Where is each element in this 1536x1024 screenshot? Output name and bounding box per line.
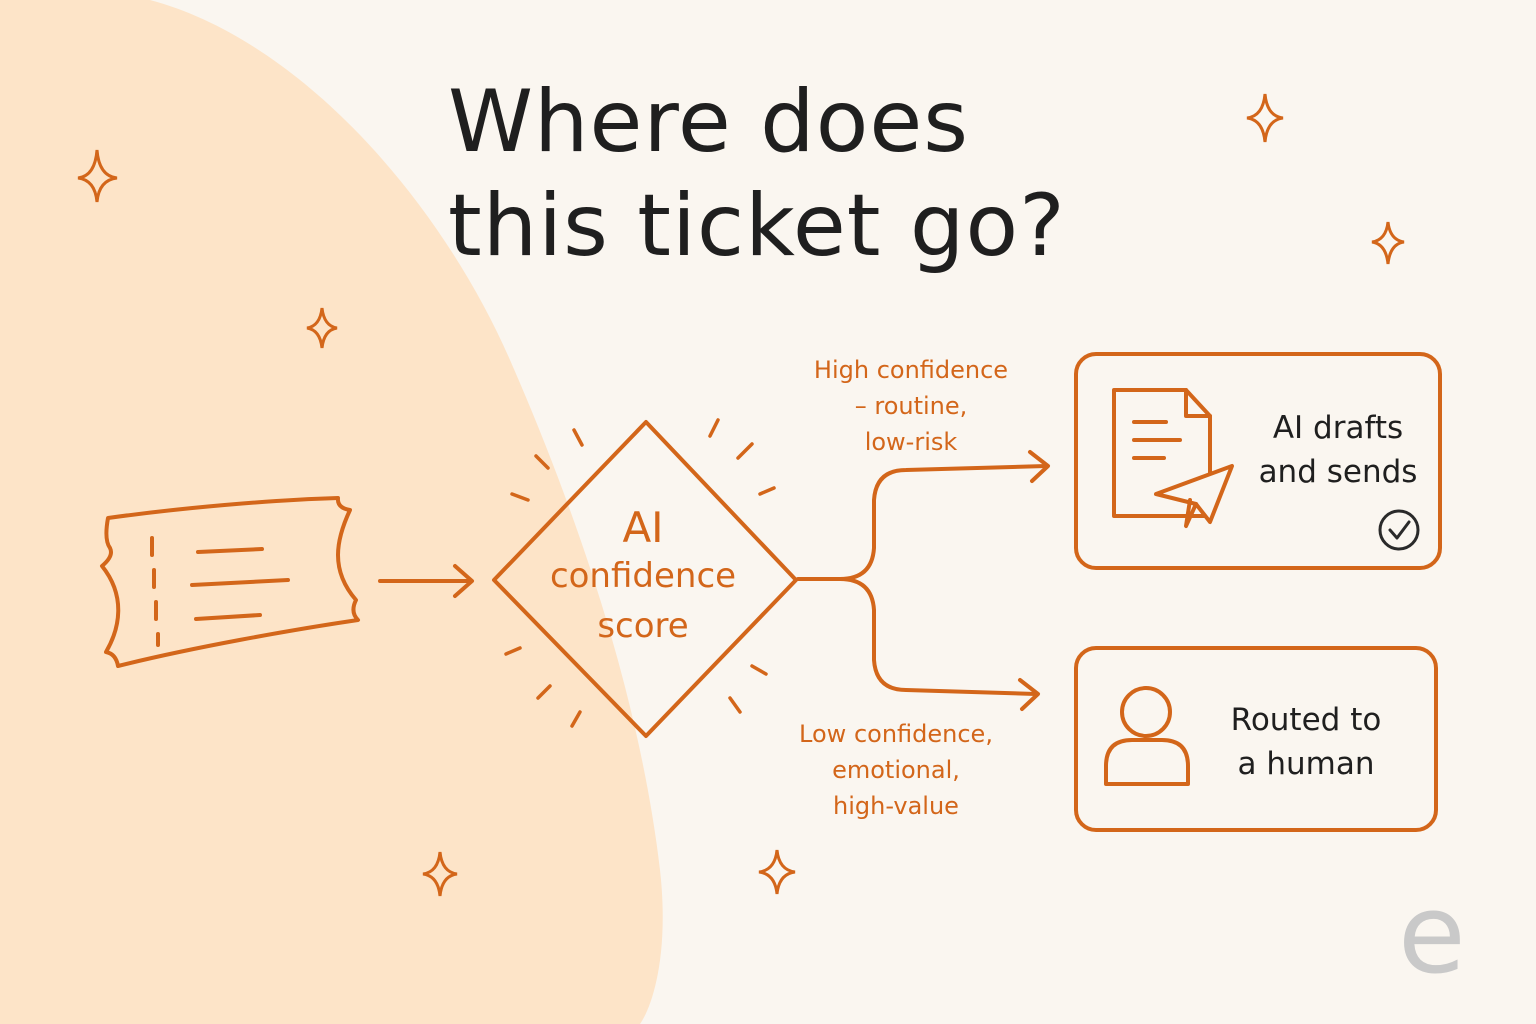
low-label-line-3: high-value <box>833 792 959 820</box>
ai-outcome-line-1: AI drafts <box>1272 410 1404 446</box>
svg-text:e: e <box>1398 870 1466 998</box>
human-outcome-line-2: a human <box>1237 746 1375 782</box>
high-confidence-label: High confidence – routine, low-risk <box>786 352 1036 460</box>
sparkle-icon <box>77 149 118 203</box>
ai-outcome-line-2: and sends <box>1258 454 1418 490</box>
page-title: Where does this ticket go? <box>448 70 1168 278</box>
sparkle-icon <box>422 851 458 897</box>
ticket-icon <box>100 496 360 668</box>
decision-label: AI confidence score <box>530 505 756 651</box>
high-label-line-2: – routine, <box>854 392 968 420</box>
decision-label-line-1: AI <box>622 503 664 552</box>
burst-rays <box>504 418 776 728</box>
low-confidence-arrow <box>838 577 1040 711</box>
human-outcome-line-1: Routed to <box>1230 702 1382 738</box>
ai-outcome-label: AI drafts and sends <box>1248 406 1428 494</box>
decision-label-line-3: score <box>597 606 689 646</box>
decision-diamond <box>492 420 798 738</box>
human-outcome-label: Routed to a human <box>1206 698 1406 786</box>
human-outcome-box <box>1074 646 1438 832</box>
sparkle-icon <box>1371 221 1405 265</box>
paper-plane-icon <box>1154 464 1234 528</box>
sparkle-icon <box>758 849 796 895</box>
title-line-2: this ticket go? <box>448 176 1066 276</box>
ai-outcome-box <box>1074 352 1442 570</box>
check-circle-icon <box>1378 509 1420 551</box>
arrow-to-decision <box>378 564 474 598</box>
sparkle-icon <box>306 307 338 349</box>
person-icon <box>1104 686 1190 786</box>
background-blob <box>0 0 663 1024</box>
sparkle-icon <box>1246 93 1284 143</box>
decision-label-line-2: confidence <box>549 556 737 596</box>
high-confidence-arrow <box>796 450 1050 581</box>
high-label-line-1: High confidence <box>813 356 1009 384</box>
title-line-1: Where does <box>448 72 970 172</box>
low-label-line-1: Low confidence, <box>799 720 993 748</box>
e-logo: e <box>1398 870 1466 998</box>
document-icon <box>1112 388 1212 518</box>
low-label-line-2: emotional, <box>832 756 960 784</box>
high-label-line-3: low-risk <box>864 428 958 456</box>
low-confidence-label: Low confidence, emotional, high-value <box>776 716 1016 824</box>
